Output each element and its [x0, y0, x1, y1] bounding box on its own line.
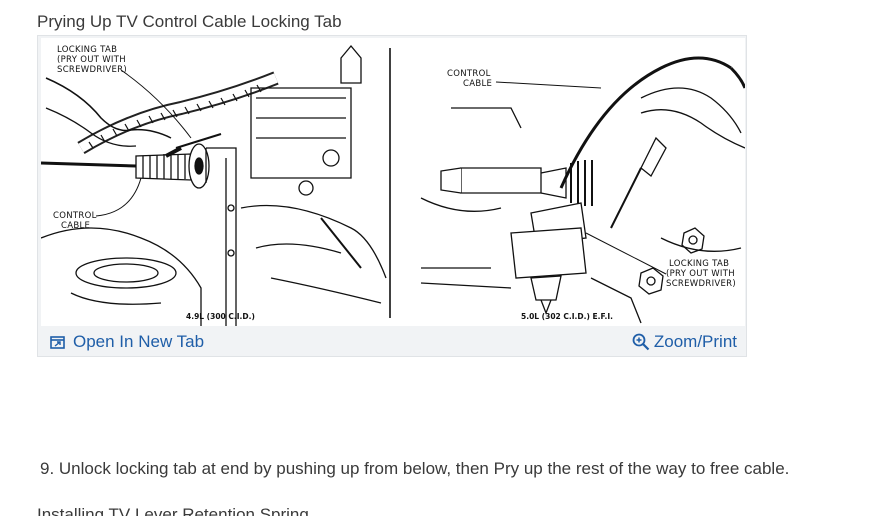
figure-caption: Prying Up TV Control Cable Locking Tab [37, 12, 342, 31]
left-locking-tab-label-3: SCREWDRIVER) [57, 65, 127, 75]
zoom-print-label: Zoom/Print [653, 332, 737, 351]
cable-diagram-drawing: LOCKING TAB (PRY OUT WITH SCREWDRIVER) C… [41, 44, 745, 326]
right-control-cable-label-1: CONTROL [447, 69, 491, 79]
left-panel [41, 44, 387, 326]
left-control-cable-label-2: CABLE [61, 221, 90, 231]
right-panel [420, 56, 745, 324]
figure-container: LOCKING TAB (PRY OUT WITH SCREWDRIVER) C… [37, 35, 747, 357]
zoom-print-link[interactable]: Zoom/Print [632, 332, 737, 352]
right-engine-label: 5.0L (302 C.I.D.) E.F.I. [521, 312, 613, 321]
diagram-image: LOCKING TAB (PRY OUT WITH SCREWDRIVER) C… [41, 38, 745, 326]
figure-toolbar: Open In New Tab Zoom/Print [38, 326, 746, 356]
next-section-heading: Installing TV Lever Retention Spring [37, 505, 309, 516]
left-locking-tab-label-2: (PRY OUT WITH [57, 55, 126, 65]
open-in-new-tab-label: Open In New Tab [73, 332, 205, 351]
step-9-text: 9. Unlock locking tab at end by pushing … [40, 459, 790, 478]
zoom-in-icon [632, 333, 650, 351]
right-control-cable-label-2: CABLE [463, 79, 492, 89]
left-locking-tab-label-1: LOCKING TAB [57, 45, 117, 55]
right-locking-tab-label-1: LOCKING TAB [669, 259, 729, 269]
open-new-tab-icon [50, 335, 66, 349]
left-control-cable-label-1: CONTROL [53, 211, 97, 221]
left-engine-label: 4.9L (300 C.I.D.) [186, 312, 255, 321]
next-section-heading-text: Installing TV Lever Retention Spring [37, 505, 309, 516]
open-in-new-tab-link[interactable]: Open In New Tab [50, 332, 204, 352]
right-locking-tab-label-2: (PRY OUT WITH [666, 269, 735, 279]
right-locking-tab-label-3: SCREWDRIVER) [666, 279, 736, 289]
